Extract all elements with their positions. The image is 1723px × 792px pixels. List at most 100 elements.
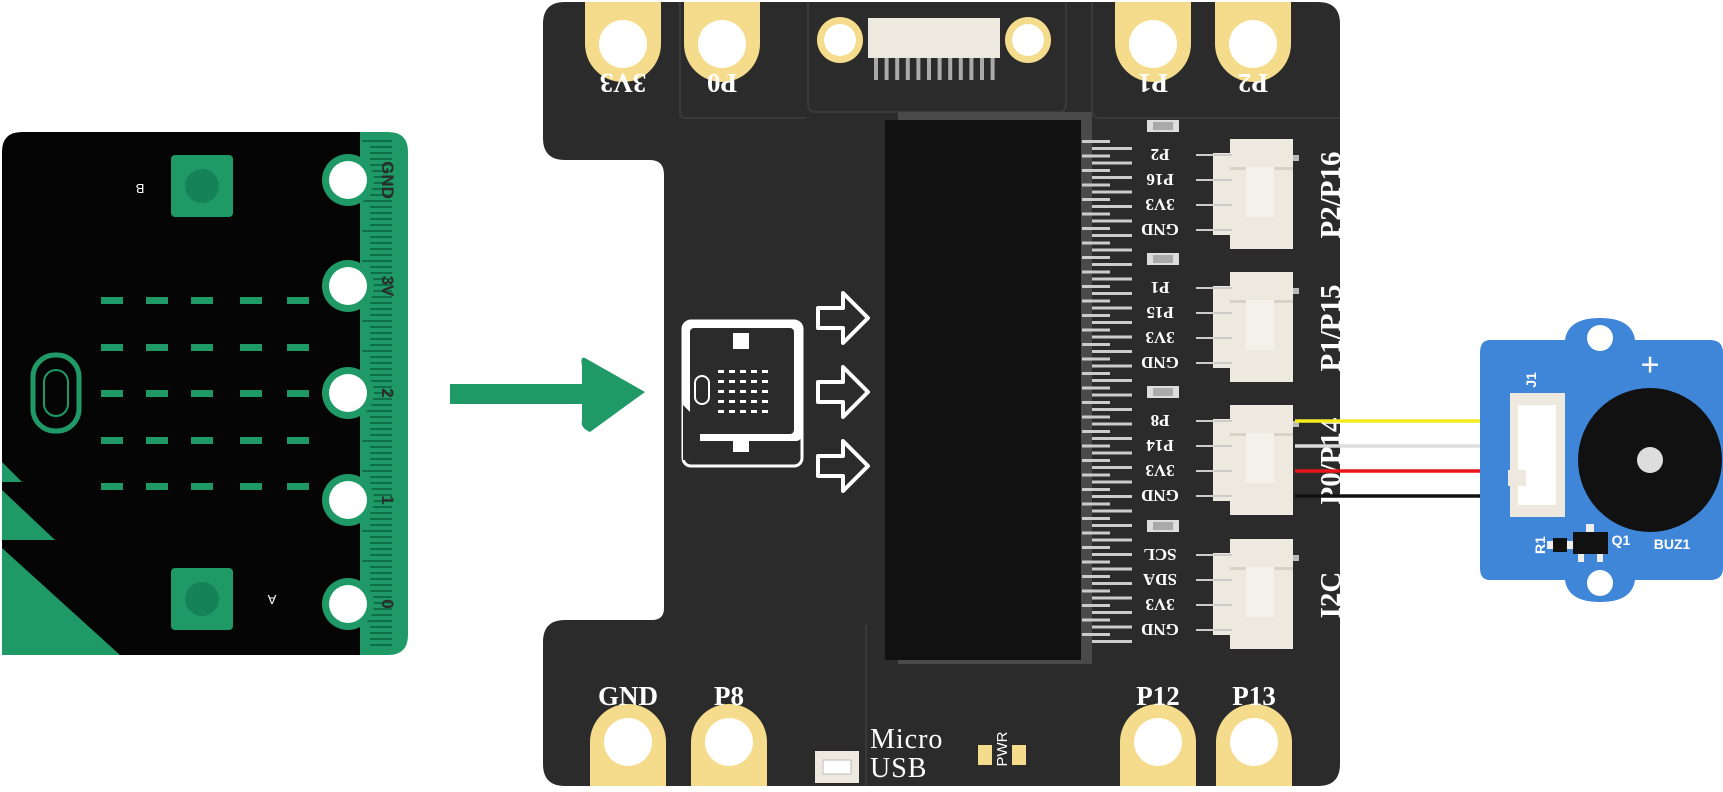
microbit-logo-icon [30,352,82,434]
pin-pad-gnd[interactable] [590,704,666,786]
pin-pad-p13[interactable] [1216,704,1292,786]
pin-pad-p1[interactable] [1115,2,1191,82]
port-pin-label: P15 [1146,303,1173,322]
pin-pad-p8[interactable] [691,704,767,786]
microbit-led [146,483,168,490]
port-pin-label: SDA [1142,570,1177,589]
microbit-edge-pad-hole [329,267,367,305]
microbit-led [287,437,309,444]
microbit-edge-pad-hole [329,585,367,623]
port-name-label: P1/P15 [1315,285,1347,372]
port-name-label: I2C [1315,572,1347,619]
port-pin-label: 3V3 [1145,195,1174,214]
pin-pad-p0[interactable] [684,2,760,82]
microbit-led [146,390,168,397]
pin-pad-p2[interactable] [1215,2,1291,82]
microbit-led [240,390,262,397]
microbit-button-b[interactable] [171,155,233,217]
microbit-led [191,390,213,397]
pin-pad-3v3[interactable] [585,2,661,82]
microbit-led [287,390,309,397]
pin-label: P2 [1238,68,1268,98]
micro-usb-label-line1: Micro [870,724,943,755]
module-label-r1: R1 [1532,536,1548,554]
buzzer-center [1637,447,1663,473]
microbit-led [240,344,262,351]
microbit-led [240,297,262,304]
pin-pad-p12[interactable] [1120,704,1196,786]
microbit-led [240,437,262,444]
micro-usb-port[interactable] [815,751,859,783]
module-mount-hole-top [1587,325,1613,351]
microbit-led [146,297,168,304]
pin-label: P8 [714,681,744,711]
microbit-led [101,483,123,490]
module-grove-connector [1508,393,1565,517]
port-pin-label: P1 [1151,278,1170,297]
port-pin-label: GND [1141,220,1179,239]
microbit-led [101,437,123,444]
microbit-slot-inner [885,120,1081,660]
micro-usb-label-line2: USB [870,753,927,784]
module-label-j1: J1 [1523,372,1539,388]
microbit-edge-pad-hole [329,374,367,412]
microbit-led [191,437,213,444]
arrow-right-icon [816,291,870,345]
pin-label: GND [598,681,658,711]
microbit-edge-ticks [362,140,392,646]
pin-label: P1 [1138,68,1168,98]
port-name-label: P2/P16 [1315,152,1347,239]
pin-label: 3V3 [600,68,647,98]
insert-direction-arrows [816,291,870,493]
fpc-connector [817,17,1051,80]
module-label-q1: Q1 [1612,532,1631,548]
microbit-led [191,297,213,304]
microbit-edge-pads [322,154,374,630]
port-pin-label: GND [1141,620,1179,639]
microbit-led [287,483,309,490]
microbit-led [101,297,123,304]
microbit-edge-pad-hole [329,161,367,199]
microbit-edge-label: 1 [378,495,397,504]
microbit-edge-label: GND [378,161,397,199]
module-mount-hole-bottom [1587,570,1613,596]
port-pin-label: P14 [1146,436,1174,455]
microbit-edge-label: 3V [378,276,397,297]
arrow-right-icon [816,439,870,493]
microbit-edge-label: 0 [378,599,397,608]
module-label-buz1: BUZ1 [1654,536,1691,552]
microbit-logo-inner-icon [43,369,69,417]
port-pin-label: SCL [1143,545,1176,564]
microbit-led [240,483,262,490]
microbit-led [287,297,309,304]
microbit-corner-accent [2,462,22,482]
microbit-button-a-label: A [267,592,276,607]
module-transistor [1573,532,1608,554]
microbit-led [146,437,168,444]
pwr-led [978,745,1026,765]
module-resistor [1553,538,1567,552]
microbit-button-a[interactable] [171,568,233,630]
buzzer-polarity-plus: + [1640,347,1659,384]
microbit-edge-label: 2 [378,388,397,397]
port-pin-label: 3V3 [1145,328,1174,347]
microbit-led-matrix [101,297,309,490]
port-pin-label: GND [1141,353,1179,372]
microbit-edge-pad-hole [329,481,367,519]
port-pin-label: P8 [1151,411,1170,430]
microbit-led [191,344,213,351]
pwr-label: PWR [994,731,1011,766]
pin-label: P13 [1232,681,1276,711]
insert-arrow-icon [450,357,645,432]
port-pin-label: P2 [1151,145,1170,164]
